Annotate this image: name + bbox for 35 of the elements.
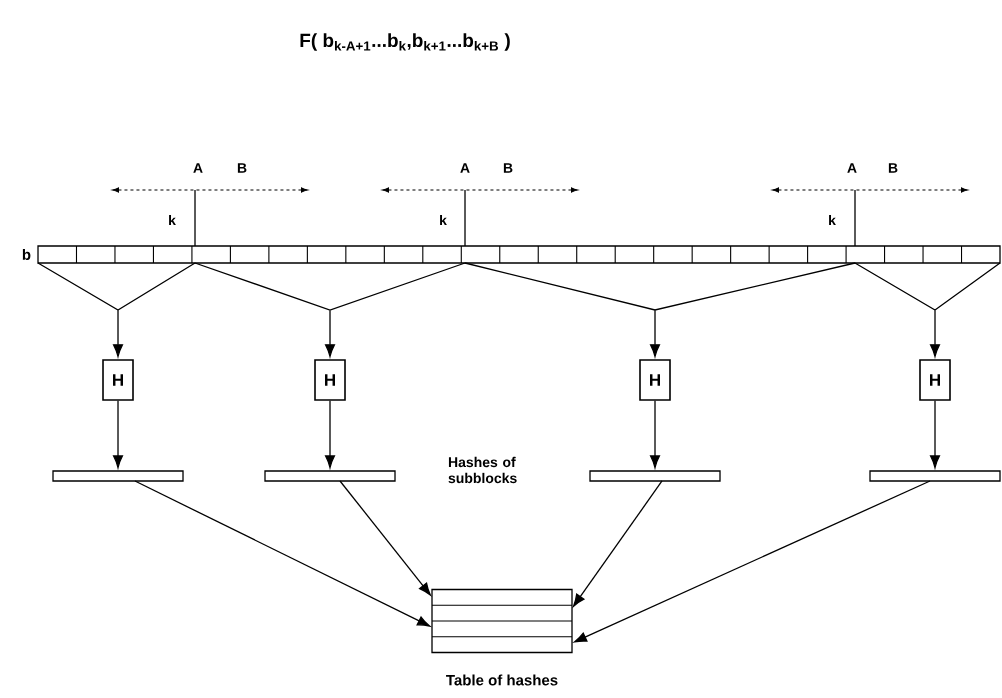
hash-function-box: H: [639, 359, 671, 401]
hash-table: [431, 588, 573, 654]
array-label: b: [22, 249, 31, 260]
dimension-label: B: [237, 163, 247, 173]
position-label: k: [169, 214, 176, 226]
hash-function-box: H: [314, 359, 346, 401]
dimension-label: A: [193, 163, 203, 173]
dimension-label: B: [503, 163, 513, 173]
annotation: Hashes of subblocks: [448, 456, 517, 484]
dimension-label: B: [888, 163, 898, 173]
hash-function-box: H: [102, 359, 134, 401]
arrow: [573, 480, 931, 643]
arrow: [929, 400, 941, 469]
arrow: [324, 400, 336, 469]
hash-slot: [589, 470, 721, 482]
hash-slot: [869, 470, 1001, 482]
formula-title: F( b$_{k-A+1}$...b$_{k}$,b$_{k+1}$...b$_{k+B}$ ): [300, 33, 510, 51]
hash-slot: [264, 470, 396, 482]
hash-function-box: H: [919, 359, 951, 401]
arrow: [854, 262, 1001, 358]
table-label: Table of hashes: [446, 674, 558, 686]
arrow: [464, 262, 856, 358]
arrow: [194, 262, 466, 358]
dimension-label: A: [847, 163, 857, 173]
hash-slot: [52, 470, 184, 482]
arrow: [339, 480, 431, 596]
dimension-label: A: [460, 163, 470, 173]
arrow: [37, 262, 196, 358]
position-label: k: [829, 214, 836, 226]
block-array: [37, 245, 1001, 264]
arrow: [572, 480, 663, 607]
arrow: [112, 400, 124, 469]
arrow: [649, 400, 661, 469]
position-label: k: [440, 214, 447, 226]
arrow: [134, 480, 431, 627]
